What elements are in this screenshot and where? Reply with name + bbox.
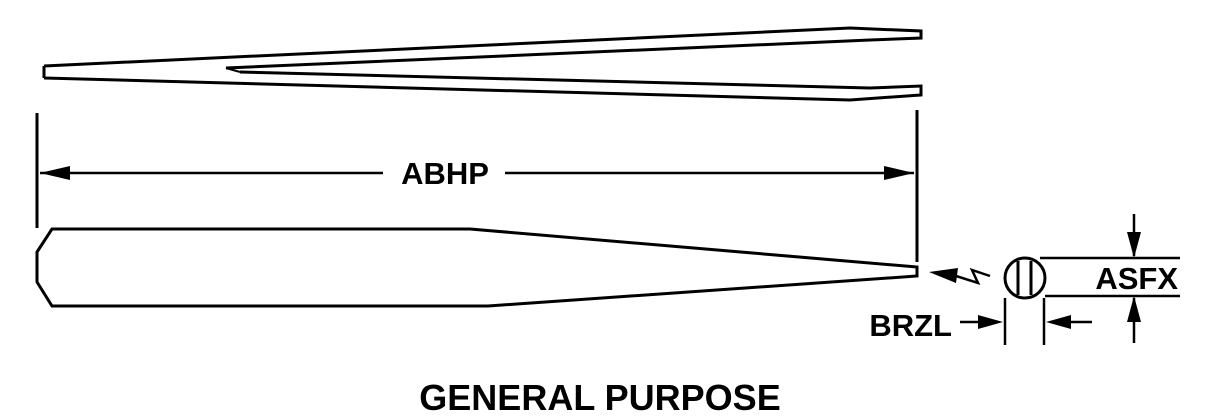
thickness-arrowhead-right	[1046, 315, 1071, 329]
tip-width-label: ASFX	[1095, 261, 1178, 296]
width-arrowhead-bottom	[1127, 296, 1141, 322]
tweezers-top-view	[42, 26, 923, 102]
break-symbol	[955, 267, 991, 286]
tweezers-lower-arm	[43, 70, 923, 102]
tip-thickness-dimension: BRZL	[869, 298, 1092, 345]
diagram-caption: GENERAL PURPOSE	[419, 377, 780, 417]
thickness-arrowhead-left	[978, 315, 1003, 329]
arrowhead-right	[884, 166, 914, 180]
tip-detail-pointer	[929, 267, 991, 286]
tip-thickness-label: BRZL	[869, 308, 952, 343]
tip-section-circle	[1003, 256, 1047, 300]
tweezers-side-view	[35, 227, 919, 308]
length-label: ABHP	[401, 156, 489, 191]
tweezers-side-outline	[35, 227, 919, 308]
length-dimension: ABHP	[35, 110, 919, 262]
width-arrowhead-top	[1127, 232, 1141, 258]
tip-cross-section	[1003, 256, 1047, 300]
tweezers-arm-joint	[225, 67, 241, 73]
tip-width-dimension: ASFX	[1040, 214, 1180, 343]
pointer-arrowhead	[929, 268, 958, 283]
tweezers-upper-arm	[43, 26, 923, 70]
arrowhead-left	[40, 166, 70, 180]
